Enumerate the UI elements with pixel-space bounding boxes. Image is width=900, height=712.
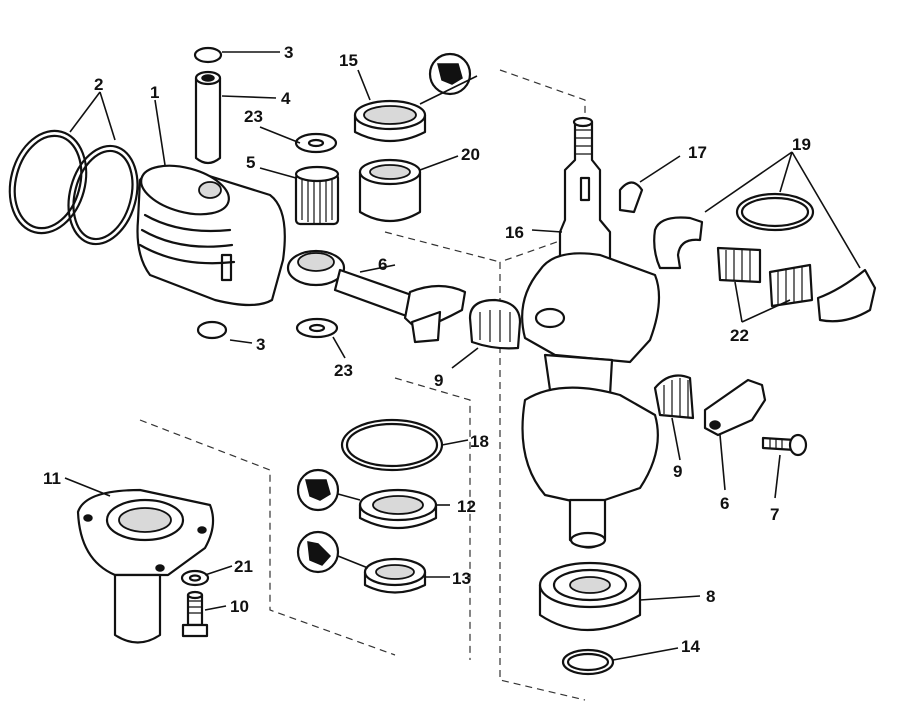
bearing-cage-left: [468, 298, 522, 350]
ball-bearing: [538, 561, 642, 631]
callout-22: 22: [730, 326, 749, 345]
callout-6-left: 6: [378, 255, 387, 274]
retaining-ring-bottom: [561, 648, 615, 676]
washer-21: [180, 569, 210, 587]
callout-5: 5: [246, 153, 255, 172]
piston: [136, 164, 286, 307]
crankshaft: [521, 116, 661, 549]
bearing-sleeve: [358, 158, 422, 222]
callout-16: 16: [505, 223, 524, 242]
callout-10: 10: [230, 597, 249, 616]
callout-12: 12: [457, 497, 476, 516]
rod-cap-screw: [761, 433, 808, 457]
callout-15: 15: [339, 51, 358, 70]
connecting-rod: [286, 249, 467, 344]
thrust-washers: [294, 132, 339, 339]
callout-14: 14: [681, 637, 700, 656]
callout-7: 7: [770, 505, 779, 524]
callout-9-left: 9: [434, 371, 443, 390]
lower-bearing-housing: [76, 488, 215, 644]
seal-13: [363, 557, 427, 594]
callout-18: 18: [470, 432, 489, 451]
main-bearing-race-parts: [653, 192, 877, 323]
callout-labels: 2 1 3 4 23 5 15 20 6 3 23 9 16 17 19 22 …: [43, 43, 811, 656]
callout-11: 11: [43, 469, 61, 488]
lubricant-symbol-icon-2: [296, 530, 340, 574]
leader-lines: [64, 51, 861, 661]
connecting-rod-cap: [703, 378, 767, 437]
sealant-symbol-icon: [428, 52, 472, 96]
callout-6-right: 6: [720, 494, 729, 513]
callout-2: 2: [94, 75, 103, 94]
retainer-rings: [193, 46, 228, 340]
main-needle-bearings: [716, 246, 814, 308]
o-ring: [340, 418, 444, 472]
callout-23-top: 23: [244, 107, 263, 126]
piston-rings: [8, 129, 139, 246]
callout-8: 8: [706, 587, 715, 606]
piston-pin: [194, 70, 222, 165]
callout-23-bottom: 23: [334, 361, 353, 380]
callout-21: 21: [234, 557, 253, 576]
needle-bearing-small: [294, 165, 340, 226]
callout-20: 20: [461, 145, 480, 164]
callout-19: 19: [792, 135, 811, 154]
seal-12: [358, 488, 438, 530]
housing-screw: [181, 590, 209, 638]
bearing-cage-right: [653, 374, 695, 420]
woodruff-key: [618, 181, 644, 214]
dashed-group-lines: [139, 69, 586, 701]
callout-1: 1: [150, 83, 159, 102]
callout-17: 17: [688, 143, 707, 162]
callout-3-top: 3: [284, 43, 293, 62]
callout-9-right: 9: [673, 462, 682, 481]
callout-4: 4: [281, 89, 291, 108]
lubricant-symbol-icon: [296, 468, 340, 512]
callout-3-bottom: 3: [256, 335, 265, 354]
seal-upper: [353, 99, 427, 142]
callout-13: 13: [452, 569, 471, 588]
